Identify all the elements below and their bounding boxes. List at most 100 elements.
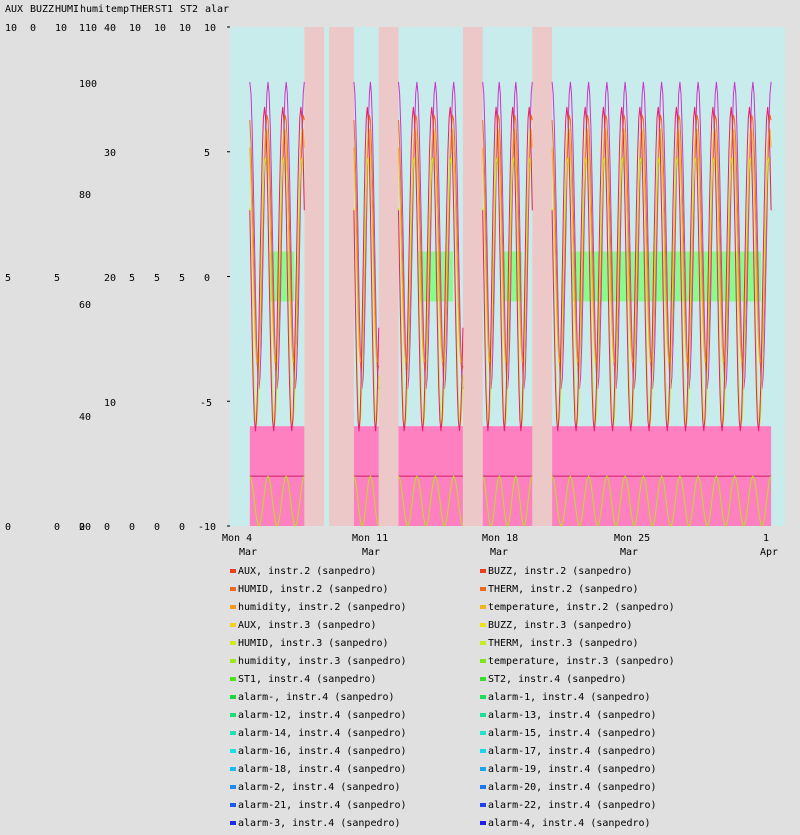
legend-swatch <box>230 659 236 663</box>
legend-item: alarm-16, instr.4 (sanpedro) <box>230 743 407 761</box>
legend-label: alarm-21, instr.4 (sanpedro) <box>238 800 407 811</box>
legend-swatch <box>480 821 486 825</box>
x-tick-month: Mar <box>490 547 508 558</box>
legend-label: alarm-3, instr.4 (sanpedro) <box>238 818 401 829</box>
legend-swatch <box>480 749 486 753</box>
legend-item: ST1, instr.4 (sanpedro) <box>230 671 376 689</box>
legend-item: alarm-1, instr.4 (sanpedro) <box>480 689 651 707</box>
legend-swatch <box>480 605 486 609</box>
legend-label: alarm-19, instr.4 (sanpedro) <box>488 764 657 775</box>
axis-header: temp <box>105 4 129 15</box>
legend-swatch <box>230 623 236 627</box>
legend-label: alarm-20, instr.4 (sanpedro) <box>488 782 657 793</box>
alarm-tick-label: 0 <box>204 273 210 284</box>
temp-tick-label: 10 <box>104 398 116 409</box>
series <box>249 81 772 432</box>
legend-swatch <box>480 803 486 807</box>
legend-item: AUX, instr.2 (sanpedro) <box>230 563 376 581</box>
legend-item: THERM, instr.3 (sanpedro) <box>480 635 639 653</box>
legend-swatch <box>230 767 236 771</box>
humi-lower-tick-label: 80 <box>79 190 91 201</box>
legend-label: humidity, instr.2 (sanpedro) <box>238 602 407 613</box>
legend-label: humidity, instr.3 (sanpedro) <box>238 656 407 667</box>
x-tick-month: Mar <box>239 547 257 558</box>
x-tick-day: Mon 4 <box>222 533 252 544</box>
legend-item: alarm-20, instr.4 (sanpedro) <box>480 779 657 797</box>
x-tick-month: Mar <box>620 547 638 558</box>
x-tick-day: 1 <box>763 533 769 544</box>
alarm-pulse <box>482 475 533 528</box>
legend-label: ST2, instr.4 (sanpedro) <box>488 674 627 685</box>
legend-label: HUMID, instr.3 (sanpedro) <box>238 638 389 649</box>
axis-header: BUZZ <box>30 4 54 15</box>
legend-item: alarm-13, instr.4 (sanpedro) <box>480 707 657 725</box>
legend-label: alarm-4, instr.4 (sanpedro) <box>488 818 651 829</box>
humi-lower-tick-label: 20 <box>79 522 91 533</box>
legend-item: alarm-21, instr.4 (sanpedro) <box>230 797 407 815</box>
buzz-tick-label: 5 <box>54 273 60 284</box>
alarm-tick-label: -5 <box>200 398 212 409</box>
legend-item: BUZZ, instr.3 (sanpedro) <box>480 617 633 635</box>
axis-header: THER <box>130 4 155 15</box>
legend-label: ST1, instr.4 (sanpedro) <box>238 674 377 685</box>
axis-header: AUX <box>5 4 23 15</box>
st2-tick-label: 10 <box>179 23 191 34</box>
legend-swatch <box>480 587 486 591</box>
legend-swatch <box>480 641 486 645</box>
buzz-tick-label: 0 <box>54 522 60 533</box>
legend-label: BUZZ, instr.2 (sanpedro) <box>488 566 633 577</box>
legend-item: ST2, instr.4 (sanpedro) <box>480 671 626 689</box>
legend-swatch <box>480 785 486 789</box>
temp-tick-label: 30 <box>104 148 116 159</box>
legend-label: alarm-17, instr.4 (sanpedro) <box>488 746 657 757</box>
legend-swatch <box>480 677 486 681</box>
data-gap-band <box>532 27 553 526</box>
alarm-tick-label: 10 <box>204 23 216 34</box>
legend-item: alarm-19, instr.4 (sanpedro) <box>480 761 657 779</box>
st1-tick-label: 5 <box>154 273 160 284</box>
legend-label: AUX, instr.3 (sanpedro) <box>238 620 377 631</box>
data-gap-band <box>462 27 483 526</box>
legend-item: HUMID, instr.2 (sanpedro) <box>230 581 389 599</box>
humi-lower-tick-label: 40 <box>79 412 91 423</box>
x-tick-day: Mon 25 <box>614 533 650 544</box>
aux-tick-label: 5 <box>5 273 11 284</box>
legend-item: BUZZ, instr.2 (sanpedro) <box>480 563 633 581</box>
axis-header: alar <box>205 4 229 15</box>
temp-tick-label: 20 <box>104 273 116 284</box>
aux-tick-label: 0 <box>5 522 11 533</box>
legend-label: alarm-2, instr.4 (sanpedro) <box>238 782 401 793</box>
legend-label: alarm-12, instr.4 (sanpedro) <box>238 710 407 721</box>
legend-label: AUX, instr.2 (sanpedro) <box>238 566 377 577</box>
legend-swatch <box>230 569 236 573</box>
humi-upper-tick-label: 10 <box>55 23 67 34</box>
axis-header: ST1 <box>155 4 173 15</box>
x-tick-month: Mar <box>362 547 380 558</box>
legend-label: HUMID, instr.2 (sanpedro) <box>238 584 389 595</box>
x-tick-day: Mon 18 <box>482 533 518 544</box>
legend-label: alarm-13, instr.4 (sanpedro) <box>488 710 657 721</box>
axis-header: HUMI <box>55 4 79 15</box>
legend-label: BUZZ, instr.3 (sanpedro) <box>488 620 633 631</box>
aux-tick-label: 10 <box>5 23 17 34</box>
legend-label: THERM, instr.3 (sanpedro) <box>488 638 639 649</box>
legend-item: alarm-18, instr.4 (sanpedro) <box>230 761 407 779</box>
legend-item: alarm-3, instr.4 (sanpedro) <box>230 815 401 833</box>
legend-item: humidity, instr.2 (sanpedro) <box>230 599 407 617</box>
series-line <box>249 157 772 426</box>
humi-upper-tick-label: 0 <box>79 522 85 533</box>
legend-item: AUX, instr.3 (sanpedro) <box>230 617 376 635</box>
humi-lower-tick-label: 110 <box>79 23 97 34</box>
st1-tick-label: 0 <box>154 522 160 533</box>
legend-label: alarm-1, instr.4 (sanpedro) <box>488 692 651 703</box>
legend-item: HUMID, instr.3 (sanpedro) <box>230 635 389 653</box>
x-tick-month: Apr <box>760 547 778 558</box>
legend-swatch <box>230 587 236 591</box>
legend-swatch <box>230 641 236 645</box>
legend-item: alarm-15, instr.4 (sanpedro) <box>480 725 657 743</box>
st1-tick-label: 10 <box>154 23 166 34</box>
legend-label: alarm-18, instr.4 (sanpedro) <box>238 764 407 775</box>
